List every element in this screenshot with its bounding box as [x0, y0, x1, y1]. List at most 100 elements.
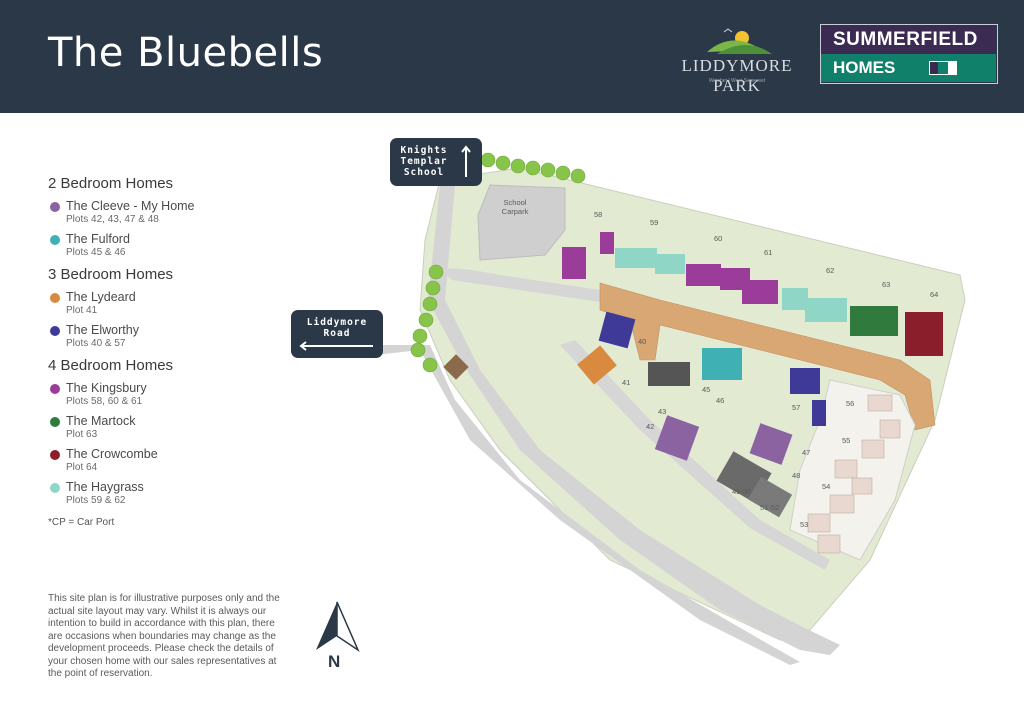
- main-street: [599, 282, 936, 431]
- color-swatch: [50, 483, 60, 493]
- house-plot-40: [598, 311, 636, 349]
- hills-icon: [707, 28, 772, 54]
- cul-de-sac-houses: [807, 394, 901, 554]
- house-plot-62b: [805, 298, 847, 322]
- plot-label: 51-52: [760, 503, 780, 512]
- color-swatch: [50, 417, 60, 427]
- house-plot-57b: [812, 400, 826, 426]
- plot-label: 62: [826, 266, 835, 275]
- house-type-plots: Plots 42, 43, 47 & 48: [66, 214, 159, 225]
- header-bar: The Bluebells LIDDYMORE PARK Watchet | W…: [0, 0, 1024, 113]
- arrow-left-icon: [299, 341, 373, 351]
- house-type-plots: Plots 45 & 46: [66, 247, 126, 258]
- plot-label: 59: [650, 218, 659, 227]
- color-swatch: [50, 235, 60, 245]
- legend: 2 Bedroom Homes The Cleeve - My Home Plo…: [48, 174, 288, 528]
- legend-item-lydeard: The Lydeard Plot 41: [48, 290, 288, 317]
- house-type-name: The Elworthy: [66, 323, 139, 337]
- house-plot-64: [905, 312, 943, 356]
- house-type-name: The Cleeve - My Home: [66, 199, 195, 213]
- house-plot-59: [615, 248, 657, 268]
- house-type-plots: Plots 58, 60 & 61: [66, 396, 143, 407]
- summerfield-line1: SUMMERFIELD: [821, 25, 996, 54]
- plot-label: 58: [594, 210, 603, 219]
- house-type-name: The Lydeard: [66, 290, 136, 304]
- legend-item-haygrass: The Haygrass Plots 59 & 62: [48, 480, 288, 507]
- house-type-name: The Crowcombe: [66, 447, 158, 461]
- house-plot-60: [686, 264, 721, 286]
- house-type-plots: Plot 63: [66, 429, 98, 440]
- inner-road: [440, 268, 620, 305]
- legend-item-kingsbury: The Kingsbury Plots 58, 60 & 61: [48, 381, 288, 408]
- liddymore-subline: Watchet | West Somerset: [708, 78, 766, 84]
- house-plot-44: [648, 362, 690, 386]
- north-arrow: N: [308, 600, 366, 676]
- house-plot-59b: [655, 254, 685, 274]
- plot-label: 63: [882, 280, 891, 289]
- sign-liddymore-road: Liddymore Road: [291, 310, 383, 358]
- house-type-name: The Martock: [66, 414, 136, 428]
- liddymore-park-logo: LIDDYMORE PARK Watchet | West Somerset: [662, 22, 812, 95]
- house-plot-51-52: [747, 476, 793, 518]
- legend-item-crowcombe: The Crowcombe Plot 64: [48, 447, 288, 474]
- inner-road-diagonal: [560, 340, 830, 570]
- page-title: The Bluebells: [48, 30, 324, 76]
- plot-label: 55: [842, 436, 851, 445]
- plot-label: 48: [792, 471, 801, 480]
- plot-label: 49-50: [732, 487, 752, 496]
- house-plot-42: [654, 415, 700, 461]
- plot-label: 41: [622, 378, 631, 387]
- plot-label: 43: [658, 407, 667, 416]
- house-plot-63: [850, 306, 898, 336]
- color-swatch: [50, 326, 60, 336]
- sign-road-text: Liddymore Road: [306, 317, 368, 339]
- color-swatch: [50, 384, 60, 394]
- arrow-up-icon: [461, 145, 471, 177]
- plot-label: 56: [846, 399, 855, 408]
- house-plot-41: [577, 345, 617, 385]
- legend-item-cleeve: The Cleeve - My Home Plots 42, 43, 47 & …: [48, 199, 288, 226]
- carpark-label: School Carpark: [501, 198, 529, 216]
- tree-row-top: [480, 152, 586, 184]
- liddymore-name: LIDDYMORE PARK: [681, 56, 793, 95]
- legend-item-fulford: The Fulford Plots 45 & 46: [48, 232, 288, 259]
- house-plot-62: [782, 288, 808, 310]
- carport-note: *CP = Car Port: [48, 517, 115, 528]
- north-label: N: [328, 652, 341, 671]
- plot-label: 53: [800, 520, 809, 529]
- tree-row-left: [410, 264, 444, 373]
- plot-label: 54: [822, 482, 831, 491]
- color-swatch: [50, 450, 60, 460]
- summerfield-line2-bar: HOMES: [821, 54, 996, 82]
- summerfield-line2: HOMES: [833, 58, 896, 77]
- house-type-plots: Plots 40 & 57: [66, 338, 126, 349]
- color-swatch: [50, 293, 60, 303]
- site-plan-drawing: [375, 152, 966, 665]
- house-type-plots: Plot 41: [66, 305, 98, 316]
- plot-label: 47: [802, 448, 811, 457]
- house-type-name: The Fulford: [66, 232, 130, 246]
- house-plot-58b: [600, 232, 614, 254]
- summerfield-homes-logo: SUMMERFIELD HOMES: [820, 24, 998, 84]
- plot-label: 40: [638, 337, 647, 346]
- sign-school-text: Knights Templar School: [400, 145, 448, 178]
- house-plot-58: [562, 247, 586, 279]
- site-plan: 58 59 60 61 62 63 64 40 41 42 43 45 46 4…: [0, 113, 1024, 724]
- plot-label: 57: [792, 403, 801, 412]
- outer-road: [428, 185, 840, 655]
- legend-heading-4bed: 4 Bedroom Homes: [48, 357, 174, 374]
- house-type-name: The Kingsbury: [66, 381, 147, 395]
- plot-label: 61: [764, 248, 773, 257]
- color-swatch: [50, 202, 60, 212]
- disclaimer: This site plan is for illustrative purpo…: [48, 593, 280, 679]
- compass-icon: [316, 601, 360, 653]
- legend-item-martock: The Martock Plot 63: [48, 414, 288, 441]
- house-type-plots: Plot 64: [66, 462, 98, 473]
- pavilion: [443, 354, 469, 380]
- school-carpark: [477, 184, 566, 261]
- summerfield-mark-icon: [929, 61, 957, 75]
- house-type-name: The Haygrass: [66, 480, 144, 494]
- plot-label: 42: [646, 422, 655, 431]
- house-plot-57: [790, 368, 820, 394]
- house-type-plots: Plots 59 & 62: [66, 495, 126, 506]
